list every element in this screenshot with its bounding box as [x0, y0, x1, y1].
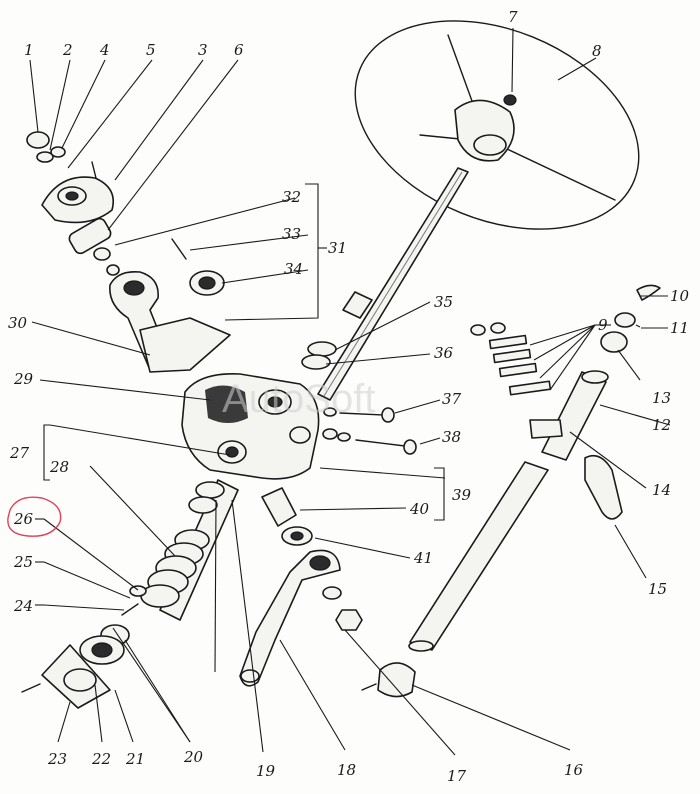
horn-contacts: [470, 322, 552, 396]
label-29: 29: [13, 370, 34, 388]
watermark-text: AutoSoft: [222, 377, 375, 421]
column-bracket: [106, 264, 231, 373]
label-21: 21: [125, 750, 145, 768]
label-30: 30: [8, 314, 28, 332]
label-23: 23: [47, 750, 67, 768]
spring-clip: [584, 454, 623, 520]
label-14: 14: [652, 481, 671, 499]
label-25: 25: [13, 553, 33, 571]
label-ticks: [35, 295, 668, 606]
leader-lines: [29, 27, 671, 756]
bottom-cover-assembly: [21, 624, 130, 709]
top-cover-assembly: [26, 131, 114, 261]
shaft-bushings: [261, 487, 313, 546]
pitman-arm: [239, 549, 341, 687]
label-4: 4: [99, 41, 110, 59]
right-column-tube: [361, 370, 609, 698]
small-fittings: [600, 284, 661, 353]
nut-and-washer: [322, 586, 363, 631]
label-38: 38: [442, 428, 461, 446]
label-7: 7: [508, 8, 518, 26]
label-19: 19: [256, 762, 276, 780]
steering-wheel: [354, 20, 640, 230]
worm-assembly: [121, 479, 239, 621]
label-8: 8: [592, 42, 602, 60]
label-36: 36: [434, 344, 454, 362]
label-10: 10: [670, 287, 690, 305]
label-6: 6: [234, 41, 244, 59]
label-2: 2: [62, 41, 73, 59]
label-16: 16: [564, 761, 584, 779]
label-15: 15: [648, 580, 667, 598]
label-20: 20: [183, 748, 204, 766]
bolts: [322, 407, 417, 455]
label-31: 31: [328, 239, 347, 257]
label-17: 17: [447, 767, 467, 785]
label-11: 11: [670, 319, 689, 337]
label-35: 35: [434, 293, 453, 311]
label-22: 22: [91, 750, 111, 768]
label-3: 3: [198, 41, 208, 59]
label-39: 39: [452, 486, 472, 504]
label-41: 41: [413, 549, 433, 567]
label-5: 5: [146, 41, 156, 59]
part-labels: 1 2 4 5 3 6 7 8 32 33 31 34 10 35 9 11 3…: [8, 8, 690, 785]
label-40: 40: [409, 500, 430, 518]
label-28: 28: [49, 458, 69, 476]
highlight-circle: [7, 496, 62, 537]
label-13: 13: [652, 389, 671, 407]
label-12: 12: [652, 416, 671, 434]
column-collar-35: [301, 341, 337, 370]
label-34: 34: [284, 260, 303, 278]
label-26: 26: [13, 510, 34, 528]
label-24: 24: [13, 597, 33, 615]
label-18: 18: [337, 761, 356, 779]
label-37: 37: [442, 390, 462, 408]
label-33: 33: [282, 225, 301, 243]
label-32: 32: [282, 188, 301, 206]
steering-shaft: [317, 167, 469, 401]
pin-and-bushing: [171, 238, 225, 296]
label-1: 1: [24, 41, 34, 59]
label-27: 27: [9, 444, 30, 462]
